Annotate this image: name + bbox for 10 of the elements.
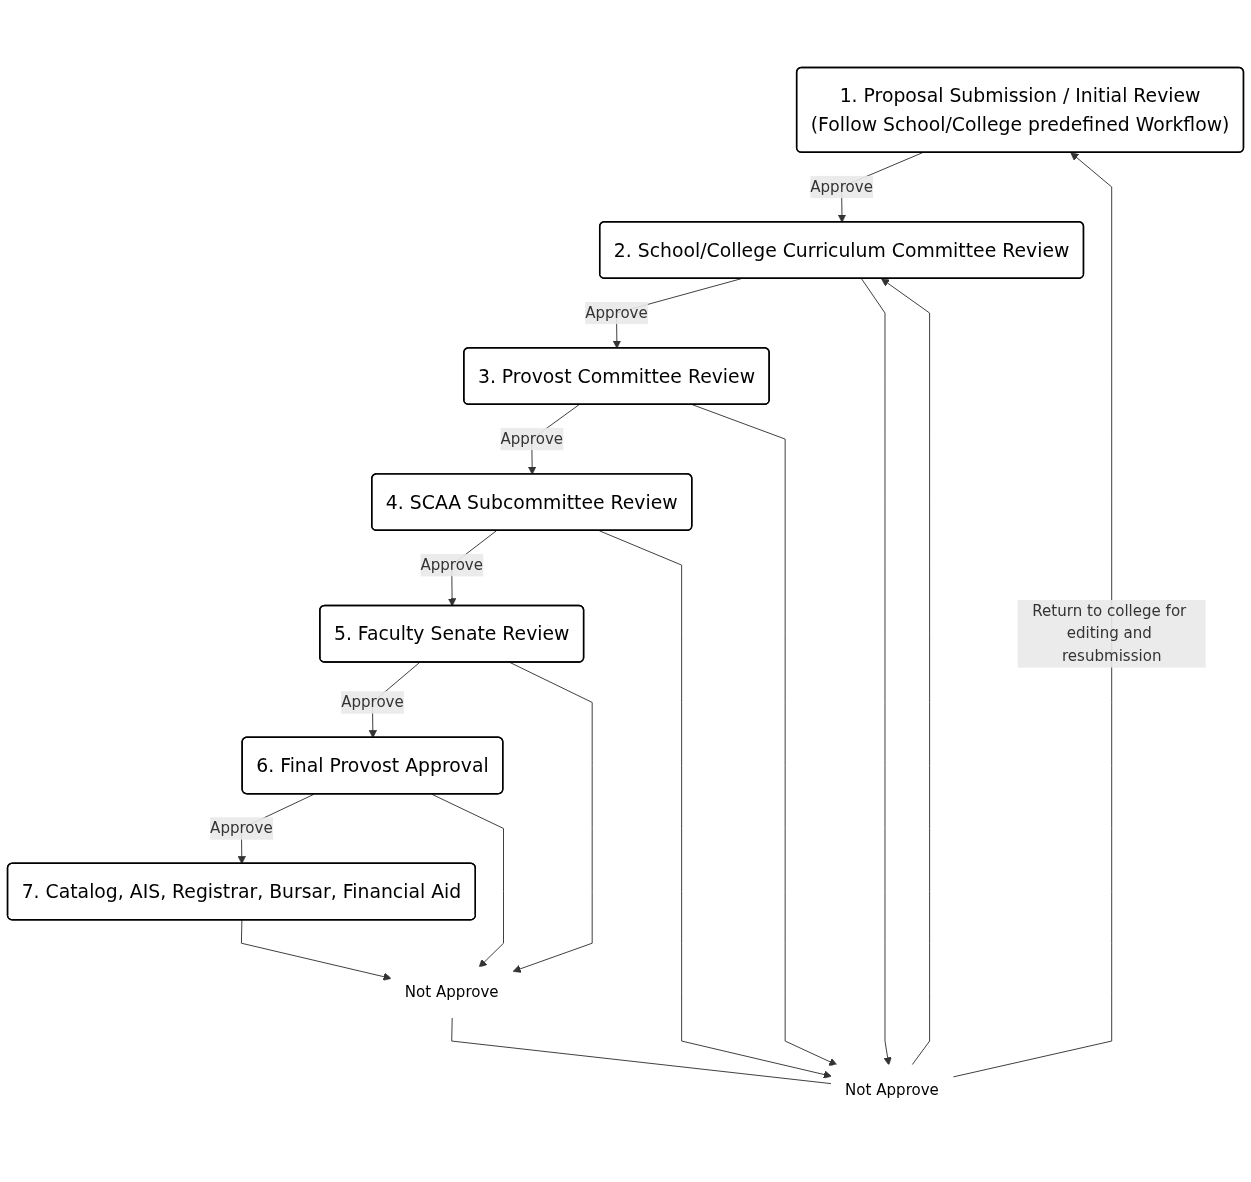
node-text: Not Approve	[404, 982, 499, 1001]
edge-label: Return to college for editing and resubmission	[1032, 601, 1187, 665]
edge-label: Approve	[810, 177, 873, 195]
edge-label: Approve	[341, 692, 404, 711]
edge-label: Approve	[500, 429, 564, 448]
edge-label: Approve	[585, 303, 648, 322]
connector	[451, 1017, 832, 1084]
node-text: Not Approve	[845, 1080, 939, 1098]
edge-label: Approve	[420, 555, 484, 574]
edge-label: Approve	[210, 818, 273, 837]
